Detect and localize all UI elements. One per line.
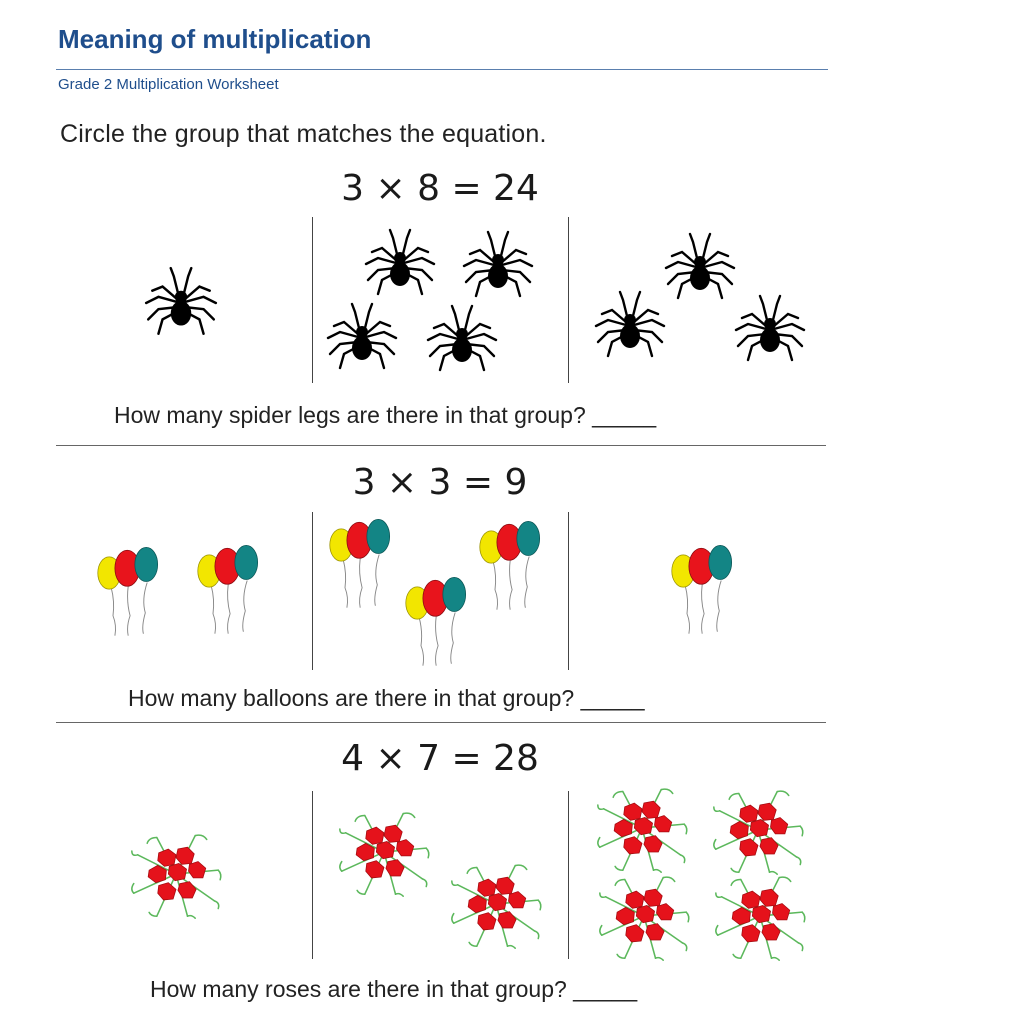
group-divider bbox=[568, 791, 569, 959]
rose-icon bbox=[336, 804, 432, 900]
balloons-icon bbox=[668, 542, 744, 638]
rose-icon bbox=[710, 782, 806, 878]
balloons-icon bbox=[326, 516, 402, 612]
balloons-icon bbox=[476, 518, 552, 614]
spider-icon bbox=[590, 286, 670, 366]
group-divider bbox=[568, 217, 569, 383]
spider-icon bbox=[730, 290, 810, 370]
title-divider bbox=[56, 69, 828, 70]
balloons-icon bbox=[94, 544, 170, 640]
group-divider bbox=[312, 791, 313, 959]
rose-icon bbox=[594, 780, 690, 876]
rose-icon bbox=[128, 826, 224, 922]
equation-2: 3 × 3 = 9 bbox=[352, 462, 528, 503]
spider-icon bbox=[422, 300, 502, 380]
worksheet-title: Meaning of multiplication bbox=[58, 24, 372, 54]
spider-icon bbox=[660, 228, 740, 308]
group-divider bbox=[312, 217, 313, 383]
balloons-icon bbox=[194, 542, 270, 638]
spider-icon bbox=[360, 224, 440, 304]
equation-3: 4 × 7 = 28 bbox=[341, 738, 539, 779]
section-divider bbox=[56, 722, 826, 723]
worksheet-subtitle: Grade 2 Multiplication Worksheet bbox=[58, 76, 279, 93]
question-2: How many balloons are there in that grou… bbox=[128, 685, 645, 711]
rose-icon bbox=[448, 856, 544, 952]
rose-icon bbox=[596, 868, 692, 964]
spider-icon bbox=[140, 262, 222, 344]
spider-icon bbox=[458, 226, 538, 306]
question-3: How many roses are there in that group? … bbox=[150, 976, 638, 1002]
group-divider bbox=[568, 512, 569, 670]
section-divider bbox=[56, 445, 826, 446]
question-1: How many spider legs are there in that g… bbox=[114, 402, 657, 428]
rose-icon bbox=[712, 868, 808, 964]
instructions: Circle the group that matches the equati… bbox=[60, 120, 547, 148]
equation-1: 3 × 8 = 24 bbox=[341, 168, 539, 209]
spider-icon bbox=[322, 298, 402, 378]
balloons-icon bbox=[402, 574, 478, 670]
group-divider bbox=[312, 512, 313, 670]
